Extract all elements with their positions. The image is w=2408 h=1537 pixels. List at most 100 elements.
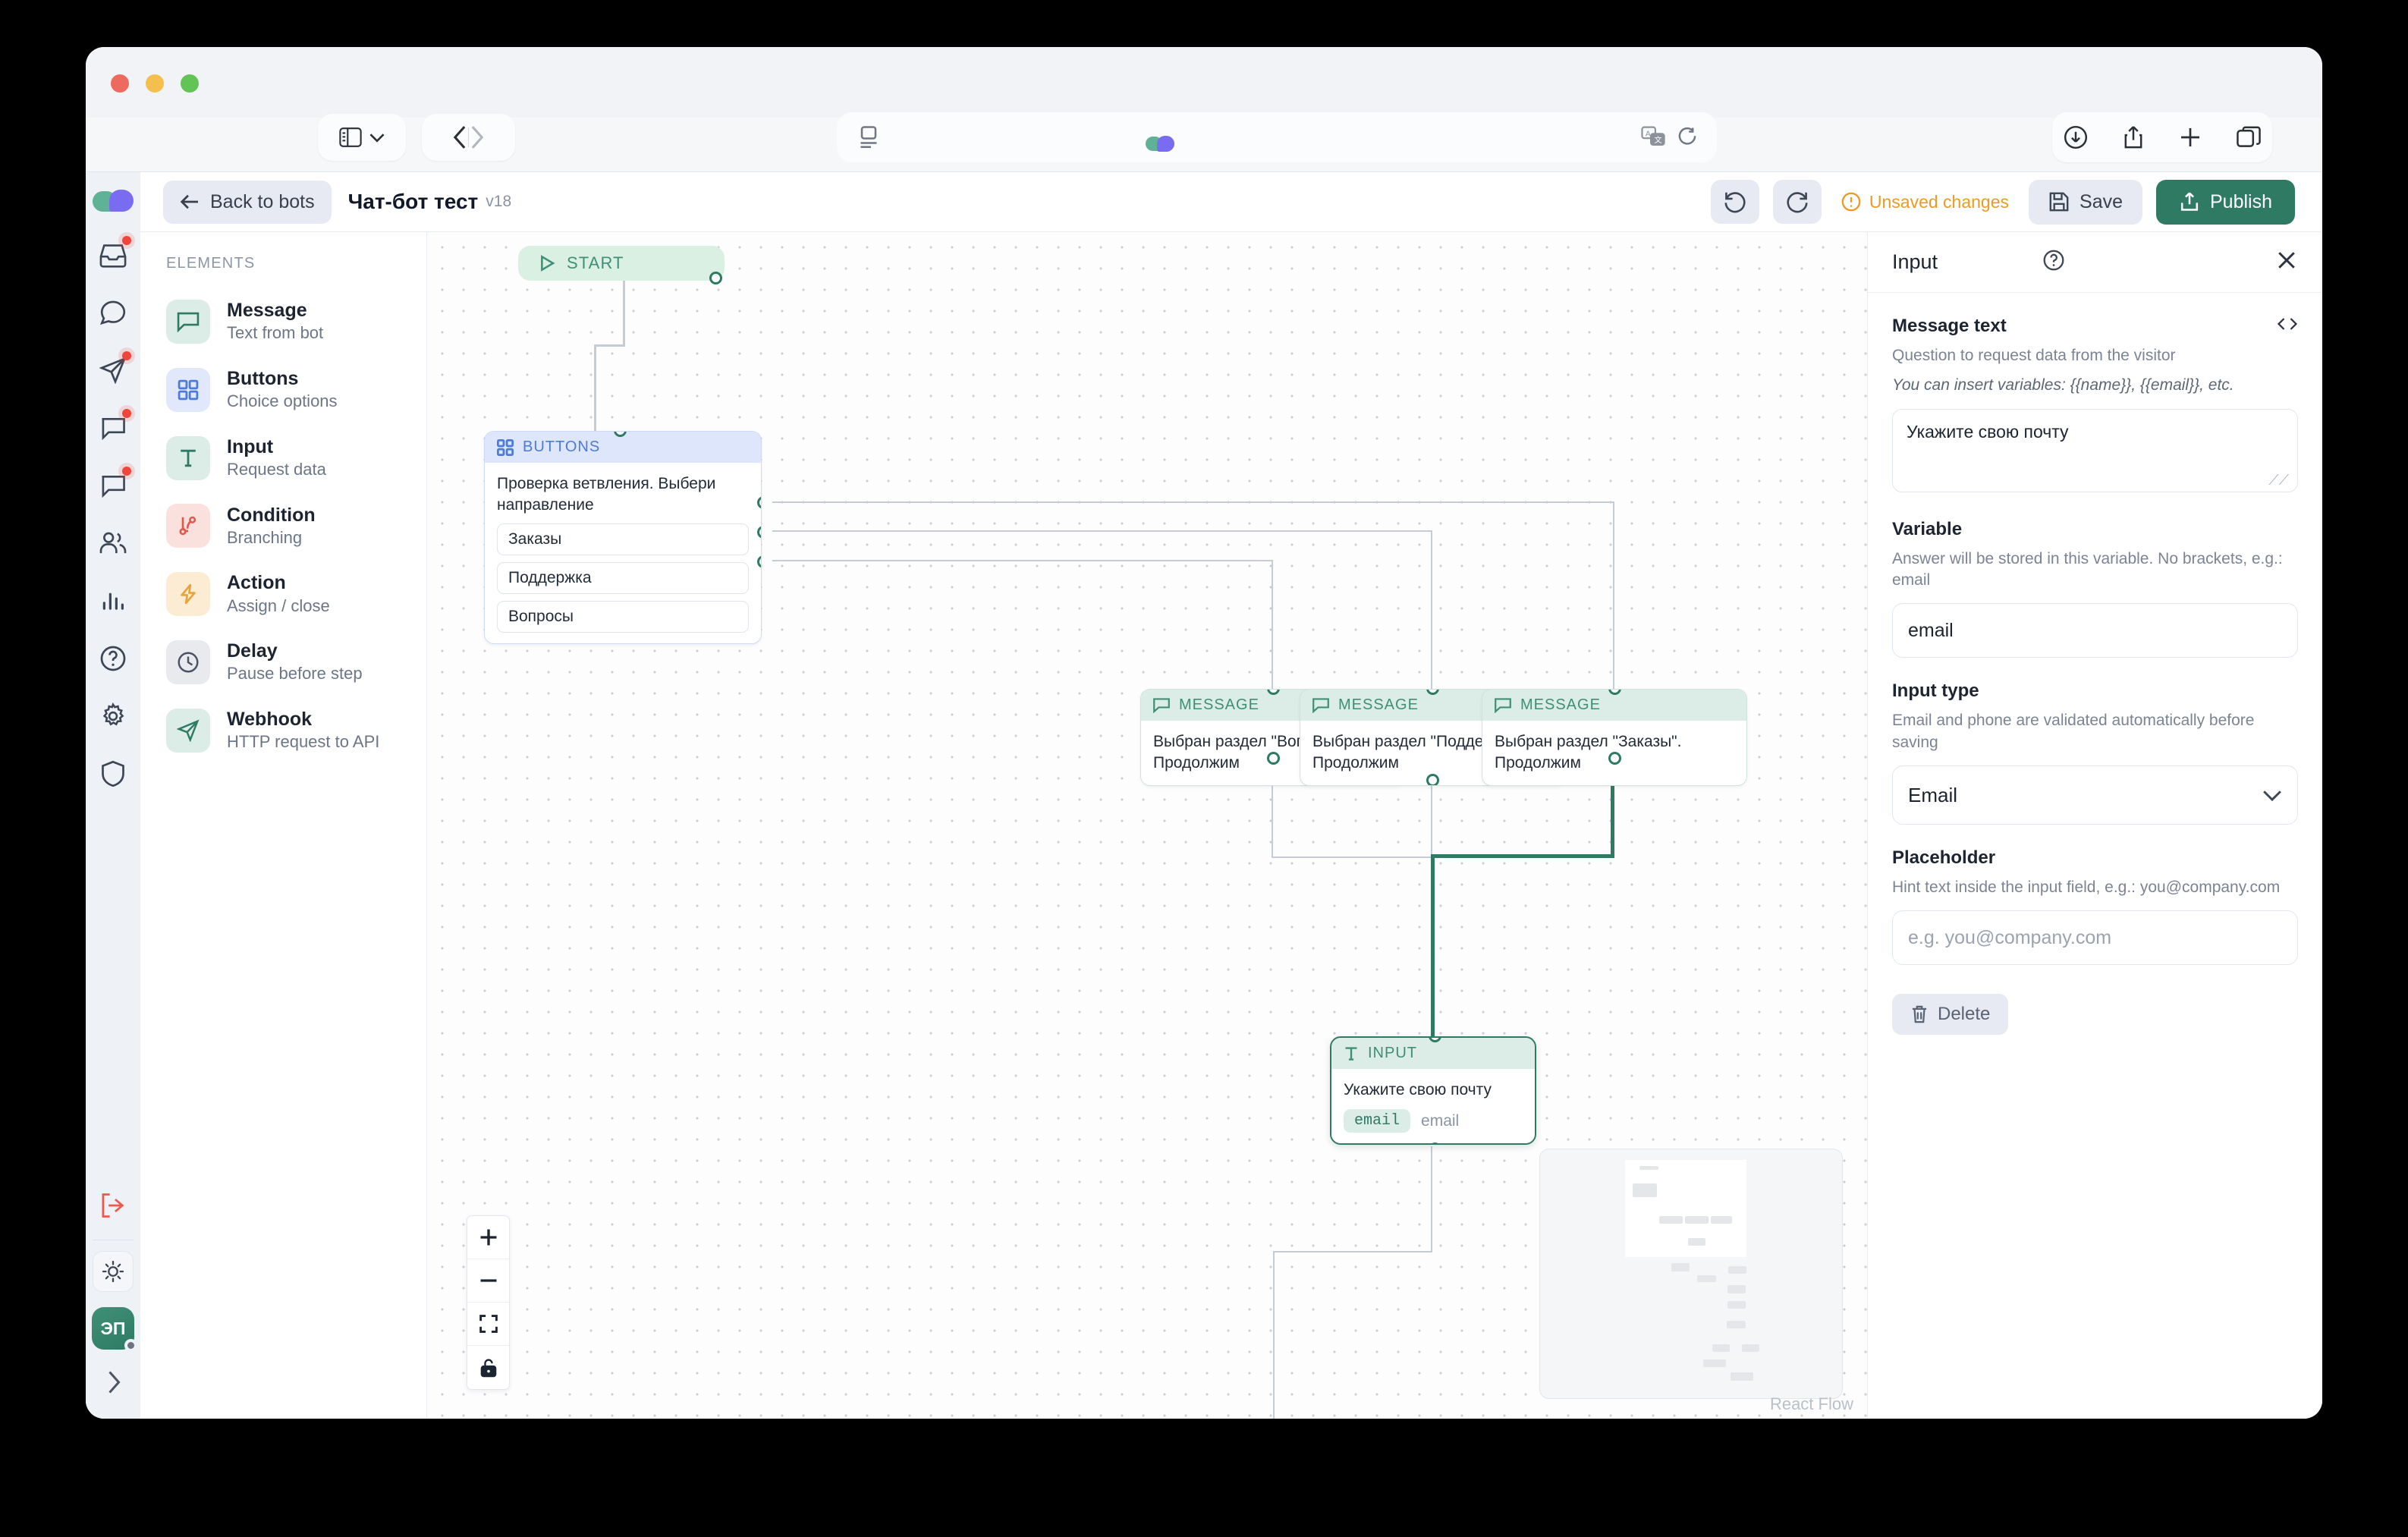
analytics-icon <box>102 592 124 610</box>
page-title: Чат-бот тест <box>347 190 479 213</box>
publish-button[interactable]: Publish <box>2156 179 2295 225</box>
notification-badge <box>122 236 131 245</box>
redo-icon <box>1787 192 1808 213</box>
rail-item-chat[interactable] <box>90 291 136 335</box>
translate-icon[interactable]: A 文 <box>1641 126 1665 147</box>
message-icon <box>166 299 210 344</box>
nav-divider <box>468 127 469 147</box>
element-item-delay[interactable]: Delay Pause before step <box>140 628 426 696</box>
flow-canvas[interactable]: START BUTTONS Проверка ветвления. Выбери… <box>427 232 1867 1419</box>
rail-item-help[interactable] <box>90 636 136 680</box>
element-item-action[interactable]: Action Assign / close <box>140 560 426 628</box>
back-arrow-icon[interactable] <box>451 124 468 150</box>
rail-item-inbox[interactable] <box>90 233 136 277</box>
node-buttons-text: Проверка ветвления. Выбери направление <box>497 475 716 514</box>
browser-actions <box>2052 112 2272 162</box>
variable-input[interactable] <box>1892 603 2298 658</box>
field-hint-italic: You can insert variables: {{name}}, {{em… <box>1892 376 2234 394</box>
element-item-message[interactable]: Message Text from bot <box>140 288 426 356</box>
edge-buttons-questions <box>772 560 1273 561</box>
node-button-option[interactable]: Поддержка <box>497 561 749 594</box>
canvas-minimap[interactable] <box>1539 1149 1843 1399</box>
node-button-option[interactable]: Заказы <box>497 523 749 555</box>
sidebar-toggle-button[interactable] <box>318 114 406 161</box>
element-item-input[interactable]: Input Request data <box>140 424 426 492</box>
element-item-condition[interactable]: Condition Branching <box>140 492 426 561</box>
rail-item-message[interactable] <box>90 406 136 450</box>
node-input-selected[interactable]: INPUT Укажите свою почту email email <box>1330 1036 1536 1146</box>
element-item-webhook[interactable]: Webhook HTTP request to API <box>140 696 426 765</box>
resize-grip-icon[interactable]: ⟋⟋ <box>2268 472 2289 489</box>
trash-icon <box>1912 1006 1927 1023</box>
rail-item-settings[interactable] <box>90 694 136 738</box>
element-item-buttons[interactable]: Buttons Choice options <box>140 356 426 424</box>
warning-icon <box>1841 192 1861 212</box>
node-start[interactable]: START <box>518 246 725 284</box>
node-port[interactable] <box>1267 752 1280 765</box>
rail-item-security[interactable] <box>90 752 136 796</box>
node-button-option[interactable]: Вопросы <box>497 600 749 633</box>
element-item-text: Buttons Choice options <box>227 367 338 413</box>
node-message-orders[interactable]: MESSAGE Выбран раздел "Заказы". Продолжи… <box>1482 689 1747 786</box>
download-icon[interactable] <box>2064 125 2088 149</box>
rail-item-message-alt[interactable] <box>90 464 136 508</box>
text-input-icon <box>1345 1046 1357 1061</box>
minimap-node <box>1639 1166 1658 1170</box>
message-text-textarea[interactable] <box>1892 408 2298 492</box>
tab-overview-icon[interactable] <box>2237 126 2261 149</box>
redo-button[interactable] <box>1772 180 1822 224</box>
placeholder-input[interactable] <box>1892 910 2298 966</box>
help-circle-icon[interactable] <box>2042 249 2065 275</box>
reload-icon[interactable] <box>1677 126 1697 147</box>
node-port[interactable] <box>1426 774 1439 785</box>
lock-button[interactable] <box>467 1346 509 1389</box>
edge-segment <box>1273 1251 1432 1253</box>
field-hint: Email and phone are validated automatica… <box>1892 712 2255 751</box>
plus-icon[interactable] <box>2179 126 2202 149</box>
back-to-bots-button[interactable]: Back to bots <box>163 180 332 224</box>
theme-toggle-button[interactable] <box>93 1251 134 1292</box>
help-circle-icon <box>100 646 126 671</box>
inspector-header: Input <box>1868 232 2322 293</box>
code-brackets-icon[interactable] <box>2277 316 2298 337</box>
forward-arrow-icon[interactable] <box>469 124 486 150</box>
input-type-select[interactable]: Email <box>1892 765 2298 825</box>
fit-view-button[interactable] <box>467 1303 509 1346</box>
close-window-button[interactable] <box>111 74 129 93</box>
node-buttons-body: Проверка ветвления. Выбери направление З… <box>485 463 761 643</box>
zoom-out-button[interactable] <box>467 1259 509 1303</box>
minimap-node <box>1671 1263 1690 1271</box>
share-icon[interactable] <box>2123 125 2144 149</box>
minimap-node <box>1712 1344 1730 1352</box>
zoom-in-button[interactable] <box>467 1216 509 1259</box>
avatar[interactable]: ЭП <box>92 1307 137 1352</box>
maximize-window-button[interactable] <box>181 74 199 93</box>
node-port[interactable] <box>709 272 722 284</box>
rail-item-analytics[interactable] <box>90 579 136 623</box>
element-title: Buttons <box>227 367 299 389</box>
clock-icon <box>166 640 210 685</box>
chevron-down-icon <box>2262 784 2282 807</box>
node-buttons[interactable]: BUTTONS Проверка ветвления. Выбери напра… <box>484 431 762 644</box>
message-icon <box>102 418 125 440</box>
app-logo-icon[interactable] <box>93 189 134 219</box>
rail-expand-button[interactable] <box>104 1369 122 1399</box>
element-title: Input <box>227 435 274 457</box>
node-input-variable-row: email email <box>1344 1109 1523 1133</box>
inspector-panel: Input Message text <box>1867 232 2322 1419</box>
back-arrow-icon <box>180 194 198 209</box>
delete-button[interactable]: Delete <box>1892 994 2009 1036</box>
field-hint: Hint text inside the input field, e.g.: … <box>1892 879 2281 897</box>
react-flow-attribution[interactable]: React Flow <box>1769 1394 1853 1413</box>
reader-view-icon[interactable] <box>860 126 878 152</box>
close-icon[interactable] <box>2275 249 2298 275</box>
rail-item-logout[interactable] <box>90 1183 136 1227</box>
minimize-window-button[interactable] <box>146 74 164 93</box>
undo-button[interactable] <box>1710 180 1759 224</box>
save-button[interactable]: Save <box>2029 179 2142 225</box>
rail-item-contacts[interactable] <box>90 521 136 565</box>
node-port[interactable] <box>1608 752 1621 765</box>
rail-item-send[interactable] <box>90 348 136 392</box>
address-bar[interactable]: A 文 <box>837 112 1717 162</box>
